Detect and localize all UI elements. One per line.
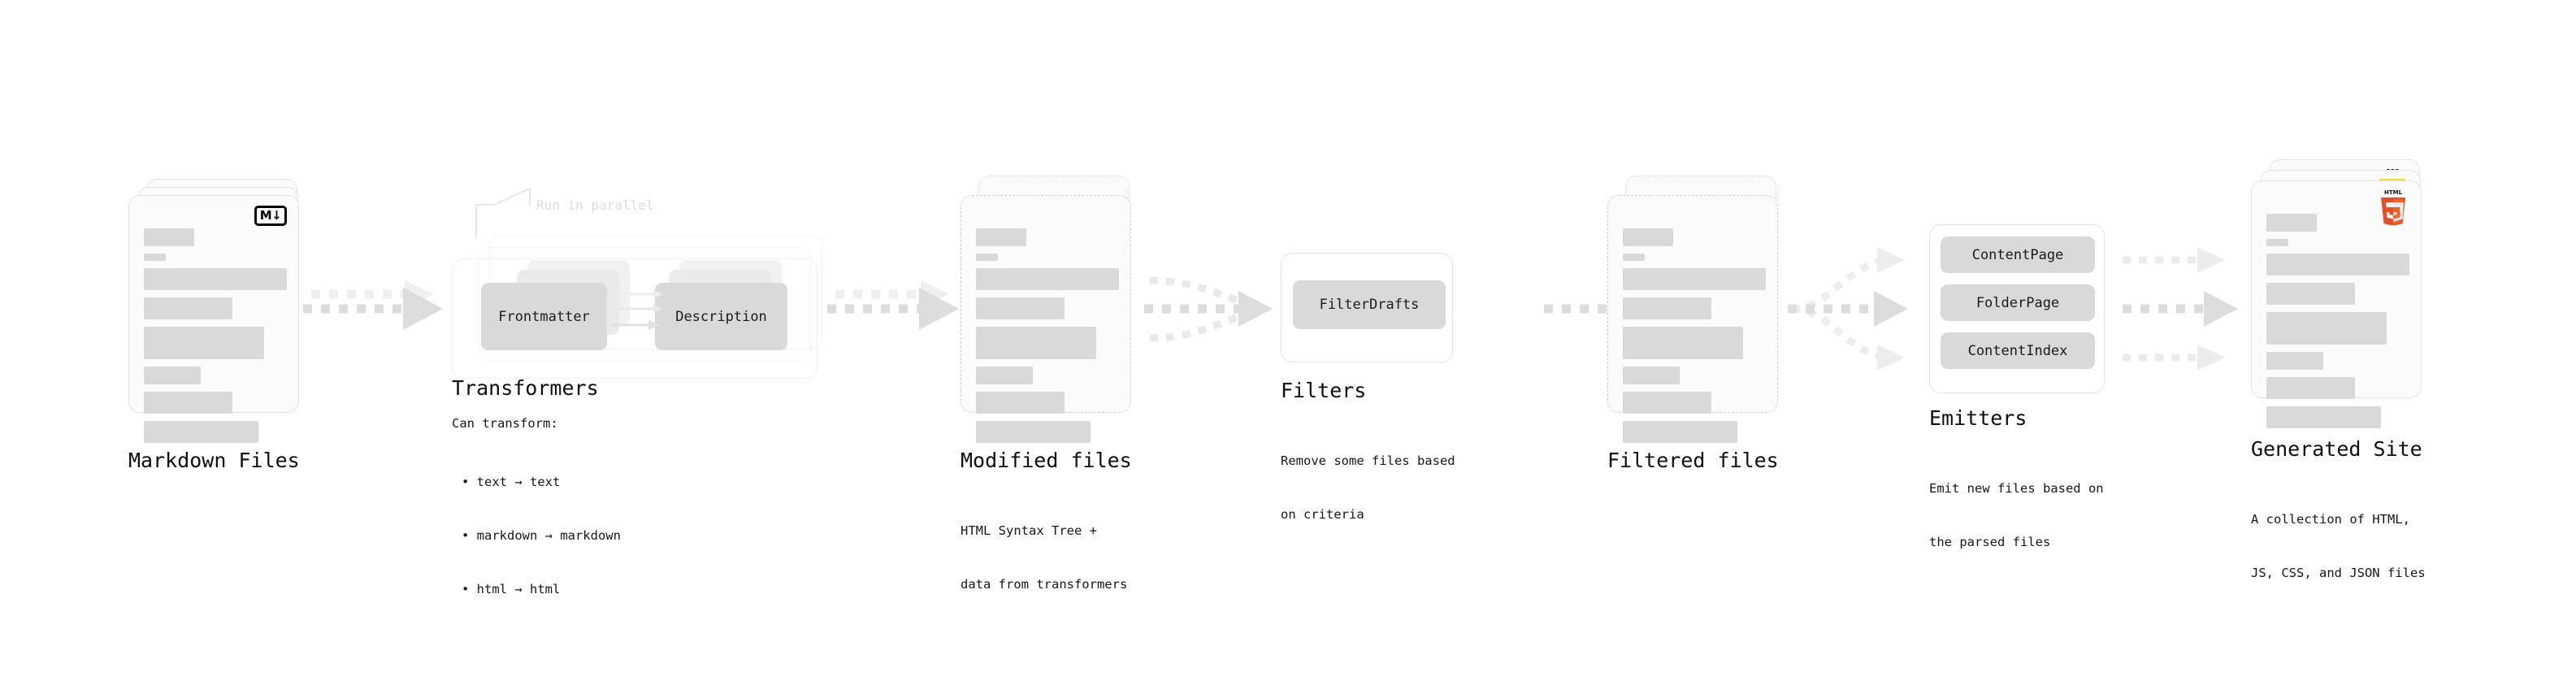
list-item: • markdown → markdown	[462, 528, 621, 543]
generated-site-desc: A collection of HTML, JS, CSS, and JSON …	[2251, 475, 2426, 618]
filters-title: Filters	[1281, 379, 1367, 402]
document-skeleton	[1623, 228, 1766, 443]
filtered-files-title: Filtered files	[1607, 449, 1779, 472]
modified-files-desc: HTML Syntax Tree + data from transformer…	[961, 486, 1127, 629]
transformer-box-front	[452, 258, 817, 379]
desc-line: data from transformers	[961, 577, 1128, 592]
site-card-front-html: HTML	[2251, 180, 2422, 428]
svg-text:HTML: HTML	[2384, 189, 2403, 196]
folderpage-pill[interactable]: FolderPage	[1941, 284, 2095, 321]
arrow-emitters-to-site	[2123, 247, 2238, 371]
arrow-transformers-to-modified	[827, 280, 959, 330]
document-skeleton	[2266, 214, 2409, 428]
emitters-title: Emitters	[1929, 406, 2027, 430]
arrow-markdown-to-transformers	[303, 280, 443, 330]
frontmatter-pill[interactable]: Frontmatter	[481, 283, 607, 350]
list-item: • html → html	[462, 582, 561, 596]
filterdrafts-pill[interactable]: FilterDrafts	[1293, 280, 1446, 329]
list-item: • text → text	[462, 475, 561, 489]
filtered-card-front	[1607, 195, 1778, 443]
document-skeleton	[976, 228, 1119, 443]
markdown-files-card-stack: M↓ M↓ M↓	[128, 179, 315, 443]
filters-desc: Remove some files based on criteria	[1281, 416, 1455, 559]
emitters-desc: Emit new files based on the parsed files	[1929, 444, 2104, 587]
transformers-title: Transformers	[452, 376, 599, 400]
contentpage-pill[interactable]: ContentPage	[1941, 236, 2095, 273]
transformers-desc-heading: Can transform:	[452, 416, 558, 431]
markdown-icon: M↓	[254, 206, 287, 226]
arrow-filtered-to-emitters	[1788, 247, 1908, 371]
run-in-parallel-leader	[475, 187, 531, 237]
filtered-files-card-stack	[1607, 176, 1794, 443]
filters-box: FilterDrafts	[1281, 253, 1453, 362]
desc-line: Remove some files based	[1281, 453, 1455, 468]
markdown-files-title: Markdown Files	[128, 449, 300, 472]
desc-line: A collection of HTML,	[2251, 512, 2410, 527]
document-skeleton	[144, 228, 287, 443]
transformer-box-mid	[479, 247, 812, 361]
transformers-bullet-list: • text → text • markdown → markdown • ht…	[462, 437, 621, 634]
modified-files-title: Modified files	[961, 449, 1132, 472]
modified-files-card-stack	[961, 176, 1147, 443]
contentindex-pill[interactable]: ContentIndex	[1941, 332, 2095, 369]
transformers-group: Frontmatter Description	[452, 236, 842, 390]
markdown-card-front: M↓	[128, 195, 299, 443]
arrow-modified-to-filters	[1144, 276, 1273, 342]
html5-icon: HTML	[2377, 188, 2409, 226]
generated-site-title: Generated Site	[2251, 437, 2422, 461]
desc-line: the parsed files	[1929, 535, 2051, 549]
desc-line: on criteria	[1281, 507, 1364, 522]
generated-site-card-stack: CSS HTML	[2251, 159, 2438, 428]
description-pill[interactable]: Description	[655, 283, 787, 350]
desc-line: HTML Syntax Tree +	[961, 523, 1097, 538]
modified-card-front	[961, 195, 1131, 443]
desc-line: Emit new files based on	[1929, 481, 2104, 496]
run-in-parallel-note: Run in parallel	[536, 197, 654, 213]
desc-line: JS, CSS, and JSON files	[2251, 566, 2426, 580]
emitters-box: ContentPage FolderPage ContentIndex	[1929, 224, 2105, 393]
